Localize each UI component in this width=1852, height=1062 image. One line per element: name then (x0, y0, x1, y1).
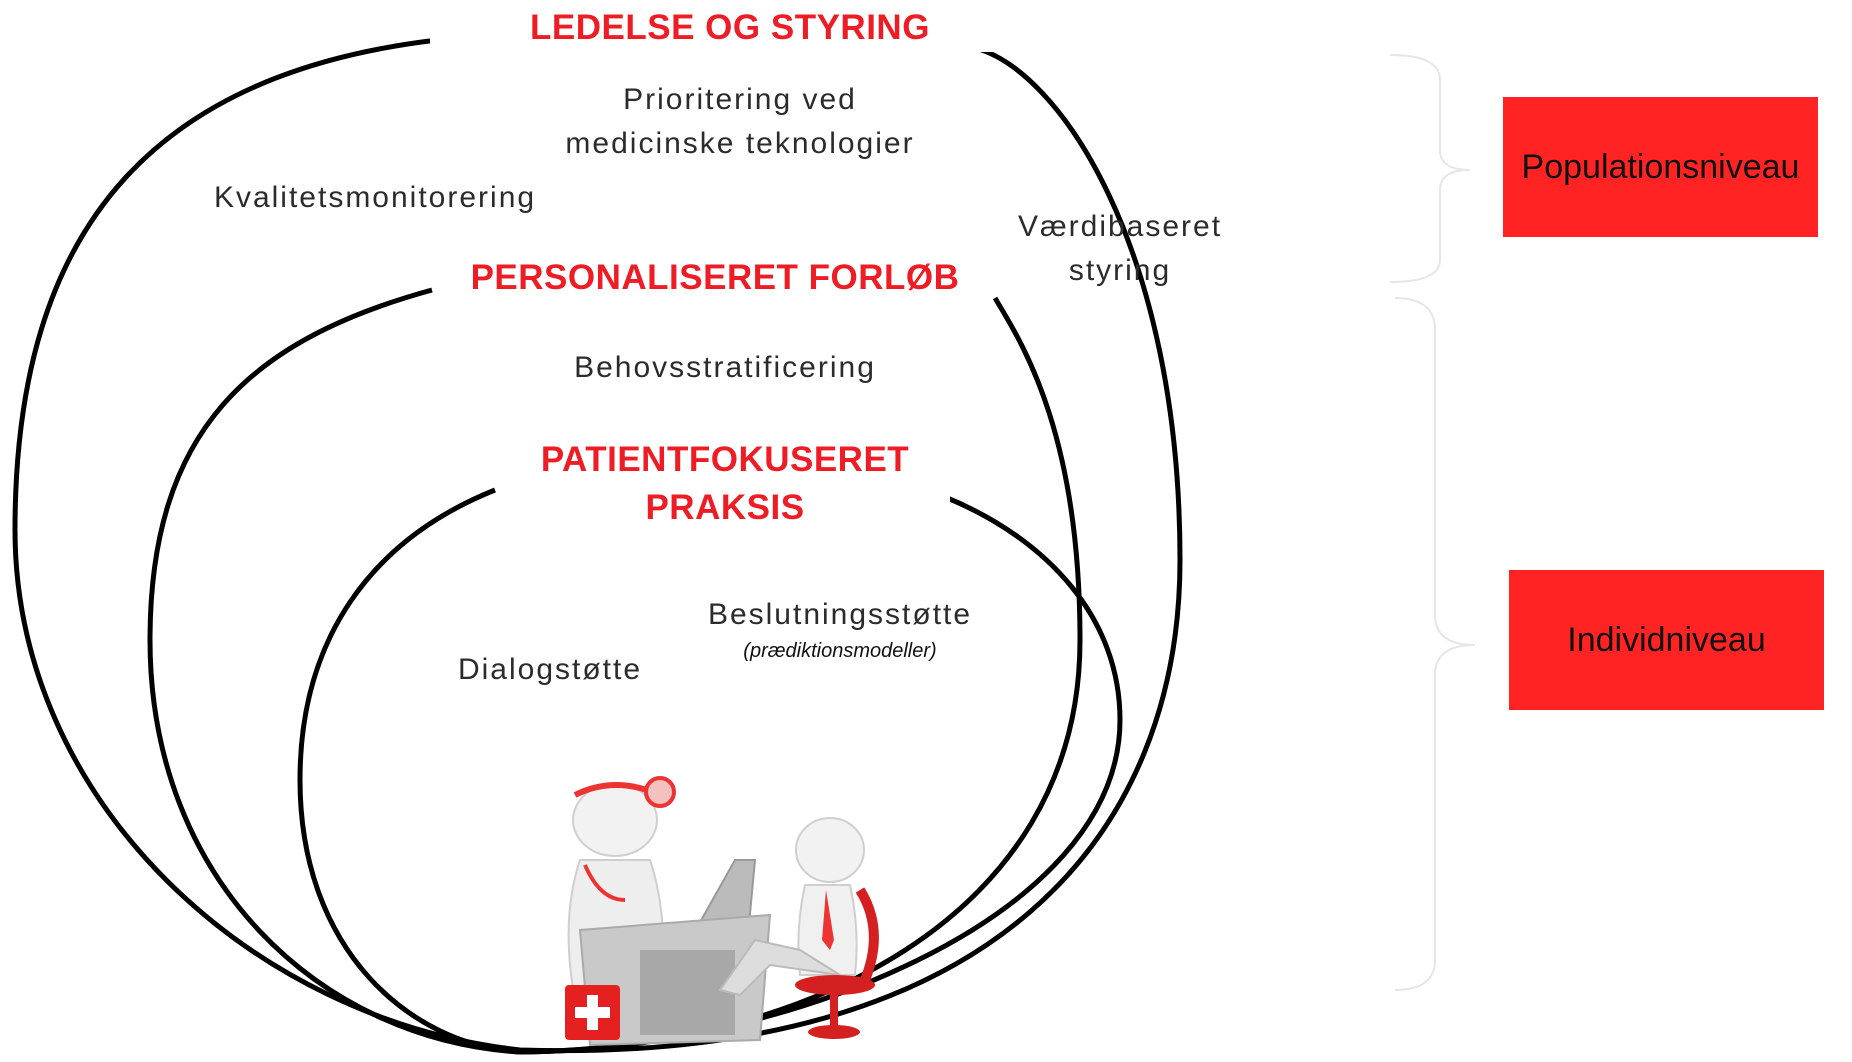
chair-seat (795, 975, 875, 995)
desk-front (640, 950, 735, 1035)
topic-dialogstotte: Dialogstøtte (457, 653, 643, 686)
population-level-label: Populationsniveau (1521, 147, 1800, 186)
topic-beslutningsstotte-note: (prædiktionsmodeller) (743, 640, 937, 662)
bracket-population (1389, 54, 1471, 283)
inner-ring-title: PATIENTFOKUSERET PRAKSIS (500, 436, 950, 532)
bracket-individ (1394, 297, 1476, 991)
head-mirror (644, 776, 676, 808)
topic-beslutningsstotte: Beslutningsstøtte (707, 598, 973, 631)
topic-vaerdibaseret-styring: Værdibaseret styring (1017, 210, 1223, 287)
chair-back (855, 887, 879, 982)
doctor-patient-illustration (565, 776, 879, 1047)
patient-head (795, 817, 865, 883)
middle-ring-title: PERSONALISERET FORLØB (440, 254, 990, 302)
outer-ring-title: LEDELSE OG STYRING (430, 4, 1030, 52)
individual-level-box: Individniveau (1509, 570, 1824, 710)
topic-kvalitetsmonitorering: Kvalitetsmonitorering (213, 181, 537, 214)
population-level-box: Populationsniveau (1503, 97, 1818, 237)
individual-level-label: Individniveau (1567, 620, 1766, 659)
topic-prioritering: Prioritering ved medicinske teknologier (565, 83, 915, 160)
patient-tie (822, 890, 834, 950)
topic-behovsstratificering: Behovsstratificering (574, 351, 876, 384)
inner-ring (297, 487, 1123, 1055)
patient-legs (718, 938, 841, 997)
stethoscope (583, 864, 626, 902)
